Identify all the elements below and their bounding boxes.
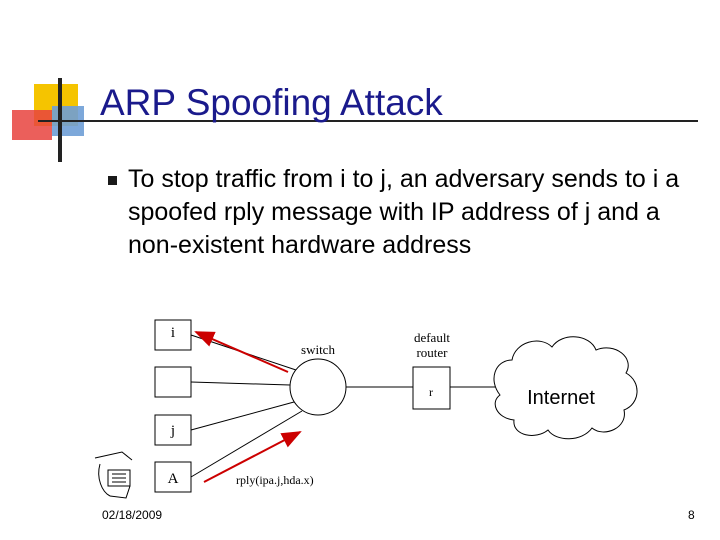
link-middle-switch [190,381,291,386]
switch-circle [289,358,347,416]
host-i-label: i [171,325,175,341]
bullet-text: To stop traffic from i to j, an adversar… [128,165,680,259]
switch-label: switch [301,342,335,357]
link-j-switch [190,401,295,431]
router-label-line2: router [416,345,448,360]
internet-cloud [493,336,638,440]
link-a-switch [190,410,303,478]
attacker-figure [94,451,133,499]
host-i-box [154,319,192,351]
router-r-label: r [429,385,433,399]
router-box [412,366,451,410]
host-j-label: j [170,423,175,439]
arrow-a-to-switch [203,431,302,483]
internet-label: Internet [527,387,595,409]
host-a-box [154,461,192,493]
bullet-square-icon [108,176,117,185]
arrow-switch-to-i [194,331,289,373]
host-j-box [154,414,192,446]
footer-date: 02/18/2009 [102,508,163,522]
host-a-label: A [168,471,179,487]
logo-horizontal-bar [38,120,698,122]
message-label: rply(ipa.j,hda.x) [236,473,314,487]
logo-red-square [12,110,52,140]
host-middle-box [154,366,192,398]
page-number: 8 [688,508,695,522]
router-label-line1: default [414,330,450,345]
slide-title: ARP Spoofing Attack [100,82,443,123]
